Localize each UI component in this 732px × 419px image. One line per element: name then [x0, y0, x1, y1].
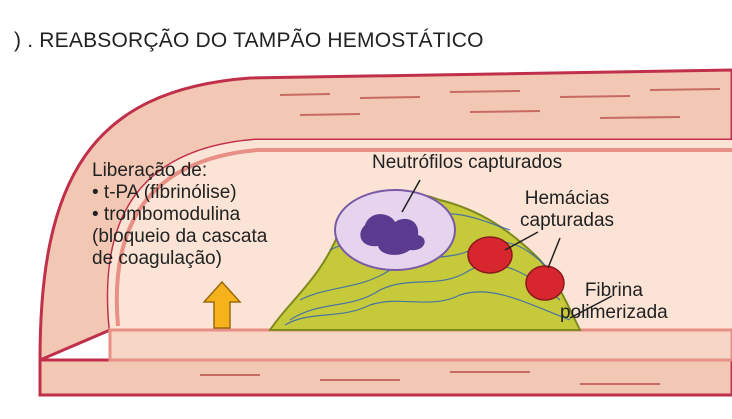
vessel-wall-lower: [40, 360, 732, 395]
neutrophils-label: Neutrófilos capturados: [372, 152, 562, 174]
rbc-label: Hemácias capturadas: [520, 188, 614, 232]
rbc-1: [468, 237, 512, 273]
endothelium-lower: [110, 330, 732, 360]
rbc-label-line-2: capturadas: [520, 210, 614, 232]
release-heading: Liberação de:: [92, 160, 267, 182]
diagram-title: ) . REABSORÇÃO DO TAMPÃO HEMOSTÁTICO: [14, 30, 484, 52]
release-line-1: • t-PA (fibrinólise): [92, 182, 267, 204]
release-line-2: • trombomodulina: [92, 204, 267, 226]
release-line-4: de coagulação): [92, 248, 267, 270]
fibrin-label-line-1: Fibrina: [560, 280, 668, 302]
fibrin-label: Fibrina polimerizada: [560, 280, 668, 324]
release-list: Liberação de: • t-PA (fibrinólise) • tro…: [92, 160, 267, 270]
release-line-3: (bloqueio da cascata: [92, 226, 267, 248]
fibrin-label-line-2: polimerizada: [560, 302, 668, 324]
rbc-2: [526, 266, 564, 300]
rbc-label-line-1: Hemácias: [520, 188, 614, 210]
